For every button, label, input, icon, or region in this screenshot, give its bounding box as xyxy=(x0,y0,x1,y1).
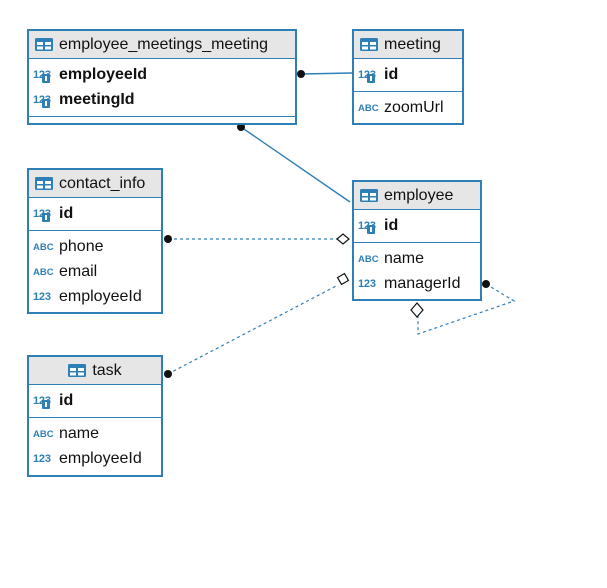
column-name: id xyxy=(59,391,74,409)
entity-contact-info[interactable]: contact_info 123 id ABC phone ABC xyxy=(27,168,163,314)
type-label: ABC xyxy=(33,241,54,253)
column-row[interactable]: ABC name xyxy=(29,421,161,446)
table-icon xyxy=(360,38,378,51)
entity-title: employee_meetings_meeting xyxy=(59,35,269,53)
entity-task[interactable]: task 123 id ABC name 123 e xyxy=(27,355,163,477)
relation-diamond xyxy=(336,272,350,286)
entity-header: meeting xyxy=(354,31,462,59)
entity-employee[interactable]: employee 123 id ABC name 123 xyxy=(352,180,482,301)
numeric-key-icon: 123 xyxy=(33,393,57,409)
numeric-type-icon: 123 xyxy=(33,451,57,467)
column-name: id xyxy=(59,204,74,222)
text-type-icon: ABC xyxy=(33,426,57,442)
key-icon xyxy=(42,98,50,108)
column-row[interactable]: 123 managerId xyxy=(354,271,480,296)
column-row[interactable]: ABC zoomUrl xyxy=(354,95,462,120)
type-label: ABC xyxy=(33,266,54,278)
type-label: ABC xyxy=(358,253,379,265)
relation-end-dot xyxy=(482,280,490,288)
key-icon xyxy=(42,399,50,409)
column-name: zoomUrl xyxy=(384,98,444,116)
type-label: 123 xyxy=(33,290,51,303)
column-row[interactable]: 123 meetingId xyxy=(29,87,295,112)
entity-title: meeting xyxy=(384,35,441,53)
numeric-key-icon: 123 xyxy=(358,218,382,234)
relation-end-dot xyxy=(164,235,172,243)
relation-diamond xyxy=(336,233,350,245)
table-icon xyxy=(35,177,53,190)
key-icon xyxy=(42,73,50,83)
column-row[interactable]: ABC name xyxy=(354,246,480,271)
key-icon xyxy=(367,73,375,83)
numeric-key-icon: 123 xyxy=(33,206,57,222)
text-type-icon: ABC xyxy=(33,264,57,280)
table-icon xyxy=(360,189,378,202)
relation-task-employee[interactable] xyxy=(167,284,339,375)
column-name: name xyxy=(59,424,100,442)
column-row[interactable]: 123 employeeId xyxy=(29,284,161,309)
type-label: ABC xyxy=(33,428,54,440)
column-name: phone xyxy=(59,237,104,255)
numeric-key-icon: 123 xyxy=(358,67,382,83)
type-label: 123 xyxy=(33,452,51,465)
relation-emm-employee[interactable] xyxy=(240,126,351,203)
column-name: email xyxy=(59,262,98,280)
table-icon xyxy=(35,38,53,51)
type-label: ABC xyxy=(358,102,379,114)
relation-emm-meeting[interactable] xyxy=(300,72,353,75)
entity-meeting[interactable]: meeting 123 id ABC zoomUrl xyxy=(352,29,464,125)
numeric-key-icon: 123 xyxy=(33,92,57,108)
entity-title: task xyxy=(92,361,122,379)
text-type-icon: ABC xyxy=(33,239,57,255)
type-label: 123 xyxy=(358,277,376,290)
entity-title: employee xyxy=(384,186,454,204)
column-name: meetingId xyxy=(59,90,135,108)
column-row[interactable]: 123 id xyxy=(354,62,462,87)
column-name: managerId xyxy=(384,274,461,292)
column-row[interactable]: 123 id xyxy=(354,213,480,238)
empty-section xyxy=(29,117,295,121)
column-row[interactable]: 123 employeeId xyxy=(29,446,161,471)
entity-header: employee_meetings_meeting xyxy=(29,31,295,59)
column-row[interactable]: ABC email xyxy=(29,259,161,284)
table-icon xyxy=(68,364,87,377)
column-name: employeeId xyxy=(59,65,148,83)
text-type-icon: ABC xyxy=(358,100,382,116)
column-row[interactable]: 123 id xyxy=(29,201,161,226)
relation-end-dot xyxy=(164,370,172,378)
numeric-key-icon: 123 xyxy=(33,67,57,83)
numeric-type-icon: 123 xyxy=(33,289,57,305)
column-name: id xyxy=(384,216,399,234)
numeric-type-icon: 123 xyxy=(358,276,382,292)
entity-header: employee xyxy=(354,182,480,210)
column-name: name xyxy=(384,249,425,267)
entity-employee-meetings-meeting[interactable]: employee_meetings_meeting 123 employeeId… xyxy=(27,29,297,125)
key-icon xyxy=(367,224,375,234)
column-name: employeeId xyxy=(59,287,142,305)
text-type-icon: ABC xyxy=(358,251,382,267)
entity-header: task xyxy=(29,357,161,385)
column-name: id xyxy=(384,65,399,83)
column-name: employeeId xyxy=(59,449,142,467)
key-icon xyxy=(42,212,50,222)
column-row[interactable]: 123 employeeId xyxy=(29,62,295,87)
entity-title: contact_info xyxy=(59,174,146,192)
column-row[interactable]: ABC phone xyxy=(29,234,161,259)
relation-diamond xyxy=(410,302,424,318)
column-row[interactable]: 123 id xyxy=(29,388,161,413)
relation-end-dot xyxy=(297,70,305,78)
entity-header: contact_info xyxy=(29,170,161,198)
